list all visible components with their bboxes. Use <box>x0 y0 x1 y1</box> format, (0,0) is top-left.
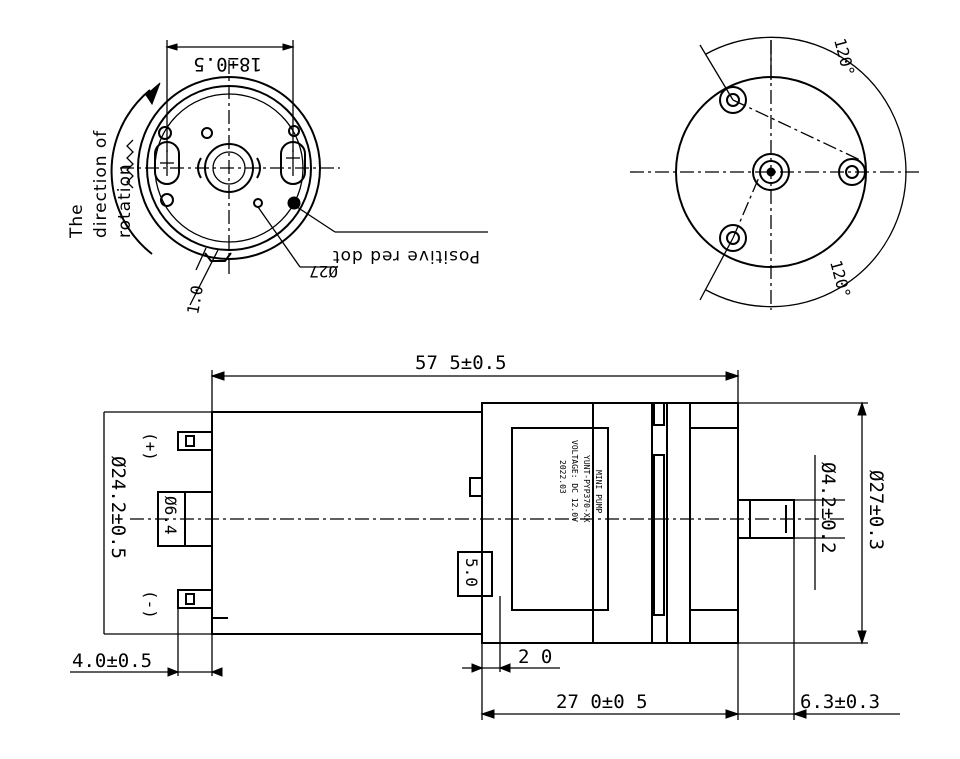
rotation-label-2: direction of <box>91 130 111 238</box>
side-view: (+) (-) MINI PUMP YUNT-PYP370-XX VOLTAGE… <box>70 352 900 720</box>
terminal-negative-label: (-) <box>141 590 160 619</box>
plate-line-3: VOLTAGE: DC 12.0V <box>570 440 579 522</box>
plate-line-2: YUNT-PYP370-XX <box>582 455 591 523</box>
rear-hole-bottom <box>719 224 747 252</box>
name-plate <box>511 427 609 611</box>
rear-angle-top: 120° <box>830 36 858 78</box>
terminal-positive <box>177 431 213 451</box>
positive-red-dot <box>287 196 301 210</box>
side-dim-terminal-offset: 4.0±0.5 <box>72 650 152 672</box>
front-dim-diameter: Ø27 <box>309 262 338 281</box>
rotation-arrow <box>110 89 153 255</box>
plate-line-4: 2022.03 <box>558 460 567 494</box>
side-dim-motor-diameter: Ø24.2±0.5 <box>107 456 129 559</box>
rear-hole-top <box>719 86 747 114</box>
terminal-negative <box>177 589 213 609</box>
pump-head <box>481 402 739 644</box>
side-dim-pump-diameter: Ø27±0.3 <box>865 470 887 550</box>
front-view: 18±0.5 The direction of rotation Positiv… <box>67 40 488 316</box>
rear-hole-right <box>838 158 866 186</box>
side-dim-overall-length: 57 5±0.5 <box>415 352 507 374</box>
rear-angle-bottom: 120° <box>826 258 854 300</box>
motor-body <box>211 411 483 635</box>
terminal-positive-label: (+) <box>141 432 160 461</box>
side-dim-small-5: 5.0 <box>462 558 481 587</box>
shaft <box>737 499 795 539</box>
positive-label: Positive red dot <box>332 246 480 266</box>
front-dim-thickness: 1.0 <box>183 284 207 316</box>
side-dim-boss-diameter: Ø6.4 <box>161 496 180 535</box>
side-dim-shaft-diameter: Ø4.2±0.2 <box>817 462 839 554</box>
rear-hub <box>752 153 790 191</box>
rotation-label-1: The <box>67 203 87 239</box>
side-dim-shaft-length: 6.3±0.3 <box>800 691 880 713</box>
front-dim-width: 18±0.5 <box>193 53 262 75</box>
front-hub <box>204 143 254 193</box>
side-dim-pump-length: 27 0±0 5 <box>556 691 648 713</box>
rear-view: 120° 120° <box>630 36 920 310</box>
side-dim-gap: 2 0 <box>518 646 552 668</box>
rotation-label-3: rotation <box>115 163 135 238</box>
dim-box-5 <box>457 551 493 597</box>
plate-line-1: MINI PUMP <box>594 470 603 514</box>
